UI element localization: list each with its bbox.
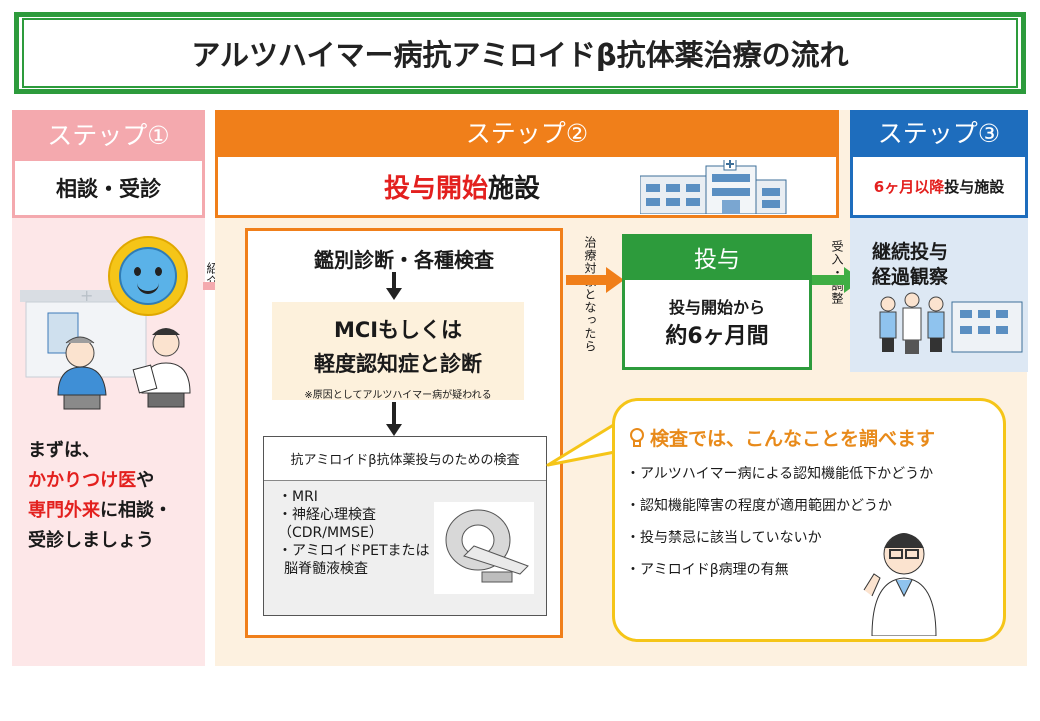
clinic-consultation-illustration: + [20, 286, 191, 410]
step1-subtitle-box: 相談・受診 [12, 158, 205, 218]
bubble-title-row: 検査では、こんなことを調べます [628, 424, 988, 451]
tests-list: ・MRI ・神経心理検査 （CDR/MMSE） ・アミロイドPETまたは 脳脊髄… [278, 488, 438, 578]
step3-line2: 経過観察 [872, 266, 949, 288]
bubble-list: ・アルツハイマー病による認知機能低下かどうか ・認知機能障害の程度が適用範囲かど… [626, 466, 966, 594]
speech-bubble-tail [546, 419, 622, 467]
diagnosis-label: 鑑別診断・各種検査 [314, 248, 494, 272]
step3-header-label: ステップ③ [877, 119, 1001, 148]
step2-header-label: ステップ② [465, 119, 589, 148]
dosing-line2: 約6ヶ月間 [665, 324, 769, 349]
mascot-face-icon [119, 247, 177, 305]
step1-subtitle: 相談・受診 [56, 177, 161, 201]
info-bubble [612, 398, 1006, 642]
svg-text:+: + [80, 286, 93, 305]
bubble-item: ・投与禁忌に該当していないか [626, 530, 822, 546]
step3-subtitle-rest: 投与施設 [944, 177, 1005, 196]
step2-subtitle-rest: 施設 [488, 173, 541, 204]
message-highlight-specialist: 専門外来 [28, 500, 100, 521]
step1-header-label: ステップ① [47, 121, 170, 150]
bubble-item: ・アルツハイマー病による認知機能低下かどうか [626, 466, 934, 482]
step2-subtitle-highlight: 投与開始 [383, 173, 488, 204]
page-title: アルツハイマー病抗アミロイドβ抗体薬治療の流れ [22, 18, 1018, 88]
mri-scanner-icon [434, 502, 534, 594]
accept-arrow-label: 受入・調整 [830, 240, 844, 305]
bubble-item: ・アミロイドβ病理の有無 [626, 562, 789, 578]
tests-title: 抗アミロイドβ抗体薬投与のための検査 [290, 453, 520, 468]
step3-subtitle: 6ヶ月以降投与施設 [874, 176, 1004, 197]
treatment-arrow [566, 267, 624, 293]
treatment-arrow-label: 治療対象となったら [583, 236, 597, 353]
step3-subtitle-box: 6ヶ月以降投与施設 [850, 154, 1028, 218]
doctor-illustration [863, 533, 937, 636]
test-item: 脳脊髄液検査 [284, 561, 368, 577]
message-highlight-family-doctor: かかりつけ医 [28, 470, 137, 491]
step3-header: ステップ③ [850, 110, 1028, 154]
step2-header: ステップ② [215, 110, 839, 154]
dosing-header: 投与 [622, 234, 812, 280]
test-item: ・アミロイドPETまたは [278, 543, 430, 559]
hospital-icon [640, 160, 787, 214]
message-suffix1: に相談・ [100, 500, 172, 521]
test-item: （CDR/MMSE） [278, 525, 383, 541]
message-prefix: まずは、 [28, 440, 100, 461]
bubble-item: ・認知機能障害の程度が適用範囲かどうか [626, 498, 892, 514]
title-frame: アルツハイマー病抗アミロイドβ抗体薬治療の流れ [14, 12, 1026, 94]
diagnosis-note: ※原因としてアルツハイマー病が疑われる [304, 390, 492, 401]
mascot-badge [108, 236, 188, 316]
arrow-down-icon-2 [386, 402, 402, 436]
step3-line1: 継続投与 [872, 241, 949, 263]
tests-title-box: 抗アミロイドβ抗体薬投与のための検査 [264, 437, 546, 481]
diagnosis-result-line1: MCIもしくは [333, 318, 463, 342]
test-item: ・MRI [278, 489, 318, 505]
bubble-title: 検査では、こんなことを調べます [650, 428, 936, 450]
dosing-header-label: 投与 [694, 247, 740, 273]
test-item: ・神経心理検査 [278, 507, 376, 523]
lightbulb-icon [630, 427, 644, 447]
diagnosis-result-box: MCIもしくは 軽度認知症と診断 ※原因としてアルツハイマー病が疑われる [272, 302, 524, 401]
message-mid: や [136, 470, 155, 491]
step2-subtitle: 投与開始施設 [384, 168, 540, 205]
care-team-illustration [879, 292, 1023, 354]
diagnosis-result-line2: 軽度認知症と診断 [314, 352, 482, 376]
dosing-line1: 投与開始から [668, 298, 765, 317]
step1-header: ステップ① [12, 110, 205, 158]
step3-subtitle-highlight: 6ヶ月以降 [873, 177, 945, 196]
arrow-down-icon [386, 272, 402, 300]
step1-message: まずは、 かかりつけ医や 専門外来に相談・ 受診しましょう [28, 436, 203, 556]
message-suffix2: 受診しましょう [28, 530, 154, 551]
